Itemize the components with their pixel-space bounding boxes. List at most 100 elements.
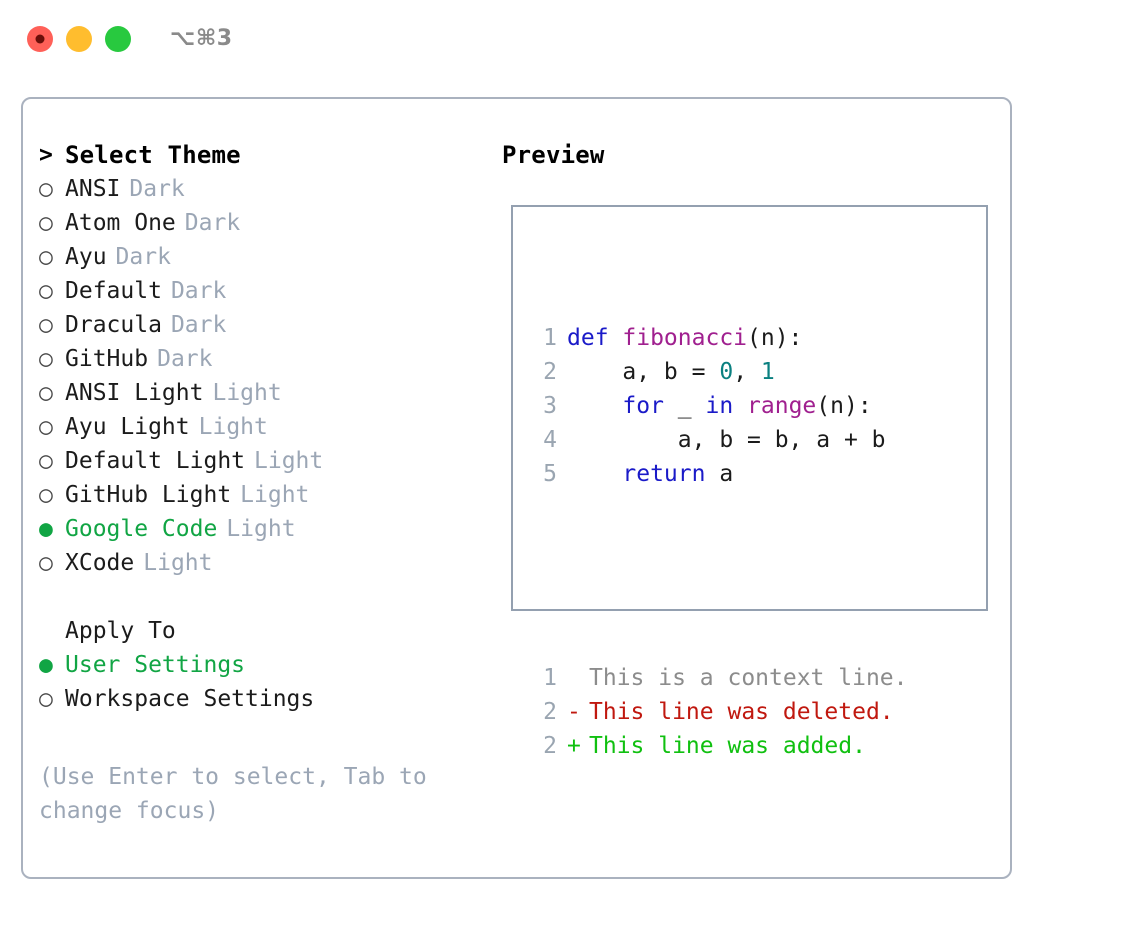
line-number: 5 (543, 461, 557, 487)
code-token: _ (663, 393, 706, 419)
code-token: (n): (747, 325, 803, 351)
diff-sign (567, 661, 589, 695)
code-token (567, 461, 622, 487)
radio-unselected-icon: ○ (39, 686, 53, 712)
theme-name: GitHub (65, 346, 149, 372)
code-line: 5 return a (531, 457, 908, 491)
apply-to-header: ○ Apply To (39, 614, 489, 648)
code-token (567, 393, 622, 419)
radio-unselected-icon: ○ (39, 482, 53, 508)
caret-icon: > (39, 142, 53, 168)
theme-variant-tag: Dark (157, 346, 213, 372)
theme-name: ANSI Light (65, 380, 204, 406)
theme-variant-tag: Light (198, 414, 268, 440)
apply-to-title: Apply To (65, 618, 176, 644)
preview-title: Preview (502, 141, 605, 169)
theme-name: Atom One (65, 210, 176, 236)
line-number: 2 (543, 699, 557, 725)
radio-unselected-icon: ○ (39, 176, 53, 202)
theme-variant-tag: Dark (115, 244, 171, 270)
code-diff-spacer (531, 559, 908, 593)
help-text: (Use Enter to select, Tab to change focu… (39, 760, 459, 828)
radio-unselected-icon: ○ (39, 244, 53, 270)
line-number: 1 (543, 325, 557, 351)
apply-to-option[interactable]: ●User Settings (39, 648, 489, 682)
code-token: for (622, 393, 664, 419)
theme-name: Default Light (65, 448, 246, 474)
code-token: a, b = (567, 359, 720, 385)
code-token: return (622, 461, 706, 487)
code-token: 1 (760, 359, 775, 385)
theme-list-item[interactable]: ○ GitHub Light Light (39, 478, 489, 512)
diff-line: 2-This line was deleted. (531, 695, 908, 729)
code-token: a, b = b, a + b (567, 427, 886, 453)
line-number: 3 (543, 393, 557, 419)
title-bar: ⌥⌘3 (0, 0, 1140, 78)
radio-unselected-icon: ○ (39, 210, 53, 236)
section-spacer (39, 580, 489, 614)
diff-lines: 1 This is a context line.2-This line was… (531, 661, 908, 763)
maximize-button[interactable] (105, 26, 131, 52)
diff-line: 1 This is a context line. (531, 661, 908, 695)
minimize-button[interactable] (66, 26, 92, 52)
diff-line: 2+This line was added. (531, 729, 908, 763)
theme-name: XCode (65, 550, 135, 576)
radio-unselected-icon: ○ (39, 414, 53, 440)
preview-column: Preview (502, 138, 982, 172)
help-text-line-2: change focus) (39, 798, 220, 824)
theme-list-item[interactable]: ○ XCode Light (39, 546, 489, 580)
close-button[interactable] (27, 26, 53, 52)
theme-variant-tag: Light (212, 380, 282, 406)
line-number: 1 (543, 665, 557, 691)
keyboard-shortcut-label: ⌥⌘3 (170, 26, 233, 51)
diff-sign: - (567, 699, 581, 725)
traffic-light-group (27, 26, 131, 52)
theme-name: GitHub Light (65, 482, 232, 508)
radio-unselected-icon: ○ (39, 346, 53, 372)
radio-unselected-icon: ○ (39, 278, 53, 304)
theme-variant-tag: Dark (129, 176, 185, 202)
radio-selected-icon: ● (39, 516, 53, 542)
theme-name: Default (65, 278, 162, 304)
apply-to-option[interactable]: ○ Workspace Settings (39, 682, 489, 716)
theme-list-item[interactable]: ○ ANSI Dark (39, 172, 489, 206)
diff-text: This is a context line. (589, 665, 908, 691)
theme-variant-tag: Light (240, 482, 310, 508)
diff-text: This line was deleted. (589, 699, 894, 725)
theme-variant-tag: Light (143, 550, 213, 576)
line-number: 2 (543, 733, 557, 759)
radio-unselected-icon: ○ (39, 312, 53, 338)
theme-name: ANSI (65, 176, 121, 202)
line-number: 4 (543, 427, 557, 453)
radio-unselected-icon: ○ (39, 550, 53, 576)
apply-to-label: User Settings (65, 652, 246, 678)
theme-list-item[interactable]: ○ Default Dark (39, 274, 489, 308)
code-line: 3 for _ in range(n): (531, 389, 908, 423)
recording-dot-icon (35, 34, 45, 44)
code-line: 2 a, b = 0, 1 (531, 355, 908, 389)
theme-list-item[interactable]: ○ GitHub Dark (39, 342, 489, 376)
theme-variant-tag: Dark (170, 278, 227, 304)
code-token: fibonacci (622, 325, 748, 351)
code-token: 0 (719, 359, 734, 385)
line-number: 2 (543, 359, 557, 385)
theme-variant-tag: Light (226, 516, 296, 542)
select-theme-title: Select Theme (65, 141, 241, 169)
apply-to-label: Workspace Settings (65, 686, 315, 712)
theme-variant-tag: Light (254, 448, 324, 474)
diff-sign: + (567, 733, 581, 759)
